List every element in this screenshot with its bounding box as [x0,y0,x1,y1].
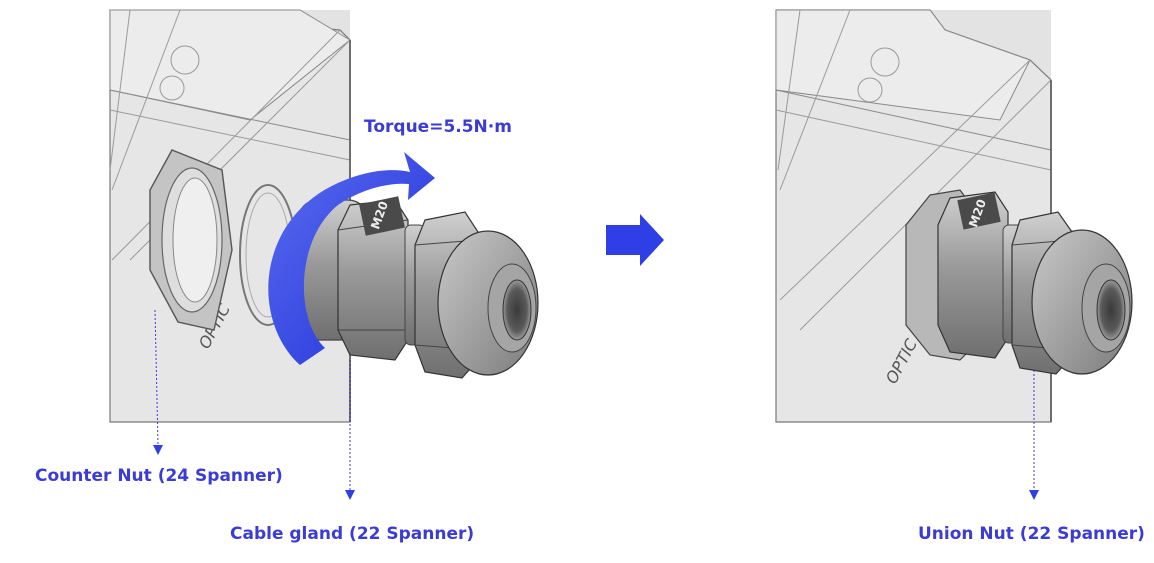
counter-nut [149,149,233,331]
leader-cable-gland [345,360,355,500]
step-arrow-icon [606,214,664,266]
leader-union-nut [1029,370,1039,500]
cable-gland-label: Cable gland (22 Spanner) [230,524,475,544]
torque-label: Torque=5.5N·m [364,117,512,137]
rotation-arrow-icon [268,152,435,365]
union-nut-label: Union Nut (22 Spanner) [918,524,1145,544]
cable-gland-right: M20 [905,189,1133,375]
counter-nut-label: Counter Nut (24 Spanner) [35,466,283,486]
leader-counter-nut [153,309,163,455]
cable-gland-left: M20 [297,196,539,379]
